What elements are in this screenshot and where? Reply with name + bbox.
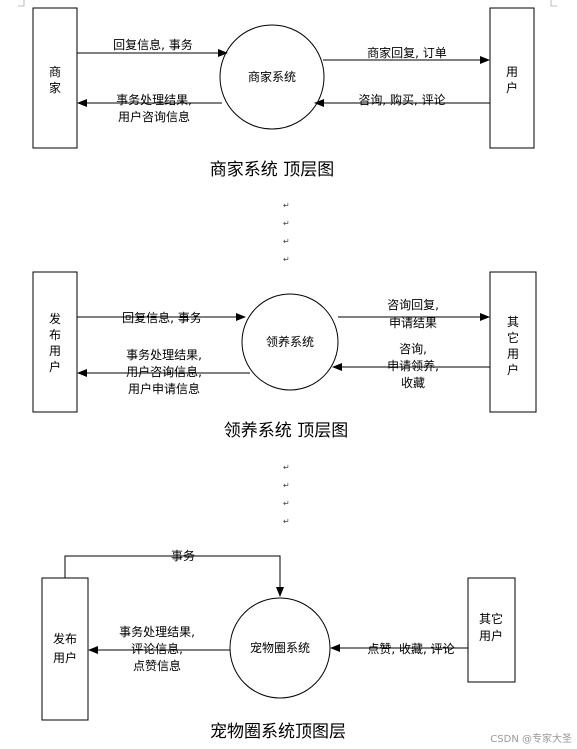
flow-label-result-1: 事务处理结果,	[116, 92, 192, 107]
paragraph-mark: ↵	[283, 463, 290, 472]
flow-label-apply-adopt: 申请领养,	[387, 358, 439, 373]
flow-label-adopt-result-2: 用户咨询信息,	[126, 364, 202, 379]
diagram-merchant-system: 商 家 用 户 商家系统 回复信息, 事务 事务处理结果, 用户咨询信息 商家回…	[32, 7, 535, 180]
paragraph-marks-2: ↵ ↵ ↵ ↵	[283, 463, 290, 526]
page-corner-mark-right	[550, 0, 557, 7]
flow-label-consult-reply: 咨询回复,	[387, 297, 439, 312]
other-users-entity-label-3b: 用户	[479, 628, 503, 643]
user-entity-box	[489, 7, 535, 149]
adoption-system-label: 领养系统	[266, 334, 314, 349]
diagram-title-pet-circle: 宠物圈系统顶图层	[210, 722, 346, 742]
flow-label-pet-result-2: 评论信息,	[131, 641, 183, 656]
merchant-system-process	[219, 24, 325, 130]
merchant-entity-box	[32, 7, 78, 149]
paragraph-mark: ↵	[283, 219, 290, 228]
csdn-watermark: CSDN @专家大圣	[490, 732, 572, 745]
other-users-entity-box	[489, 271, 537, 413]
other-users-entity-label-3: 用	[507, 347, 519, 361]
user-entity-label-2: 户	[506, 80, 518, 95]
merchant-entity-label-2: 家	[49, 80, 61, 95]
flow-label-favorite: 收藏	[401, 376, 425, 390]
flow-label-result-2: 用户咨询信息	[118, 109, 190, 124]
adoption-system-process	[241, 293, 339, 391]
diagram-title-adoption: 领养系统 顶层图	[224, 421, 348, 441]
other-users-entity-label-4: 户	[507, 362, 519, 377]
paragraph-mark: ↵	[283, 517, 290, 526]
other-users-entity-label-2: 它	[507, 330, 519, 345]
other-users-entity-box-3	[467, 577, 516, 683]
diagram-title-merchant: 商家系统 顶层图	[210, 160, 334, 180]
other-users-entity-label-1: 其	[507, 315, 519, 329]
page-corner-mark-left	[18, 0, 25, 7]
pet-circle-system-label: 宠物圈系统	[250, 640, 310, 655]
flow-label-like-favorite-comment: 点赞, 收藏, 评论	[367, 642, 454, 656]
merchant-entity-label-1: 商	[49, 64, 61, 79]
publisher-entity-label-1: 发	[49, 311, 61, 326]
paragraph-mark: ↵	[283, 255, 290, 264]
paragraph-mark: ↵	[283, 201, 290, 210]
flow-label-pet-result-3: 点赞信息	[133, 658, 181, 673]
publisher-entity-box-3	[41, 577, 89, 721]
flow-label-reply-transaction-2: 回复信息, 事务	[122, 310, 202, 325]
flow-label-consult-buy-comment: 咨询, 购买, 评论	[358, 92, 445, 107]
diagram-adoption-system: 发 布 用 户 其 它 用 户 领养系统 回复信息, 事务 事务处理结果, 用户…	[32, 271, 537, 441]
flow-arrow-transaction-top	[64, 555, 284, 597]
flow-label-apply-result: 申请结果	[389, 316, 437, 330]
flow-label-reply-transaction: 回复信息, 事务	[113, 37, 193, 52]
paragraph-mark: ↵	[283, 481, 290, 490]
paragraph-mark: ↵	[283, 237, 290, 246]
publisher-entity-label-3: 用	[49, 344, 61, 358]
paragraph-marks-1: ↵ ↵ ↵ ↵	[283, 201, 290, 264]
user-entity-label-1: 用	[506, 65, 518, 79]
publisher-entity-label-3a: 发布	[53, 631, 77, 646]
diagram-pet-circle-system: 发布 用户 其它 用户 宠物圈系统 事务 事务处理结果, 评论信息, 点赞信息 …	[41, 548, 516, 742]
flow-label-transaction: 事务	[171, 548, 195, 563]
merchant-system-label: 商家系统	[248, 69, 296, 84]
flow-label-adopt-result-1: 事务处理结果,	[126, 347, 202, 362]
flow-label-pet-result-1: 事务处理结果,	[119, 624, 195, 639]
publisher-entity-label-3b: 用户	[53, 650, 77, 665]
publisher-entity-box	[32, 271, 78, 413]
publisher-entity-label-4: 户	[49, 359, 61, 374]
paragraph-mark: ↵	[283, 499, 290, 508]
flow-label-consult: 咨询,	[399, 341, 427, 356]
other-users-entity-label-3a: 其它	[479, 611, 503, 626]
publisher-entity-label-2: 布	[49, 328, 61, 342]
flow-label-adopt-result-3: 用户申请信息	[128, 381, 200, 396]
flow-label-reply-order: 商家回复, 订单	[367, 45, 447, 60]
